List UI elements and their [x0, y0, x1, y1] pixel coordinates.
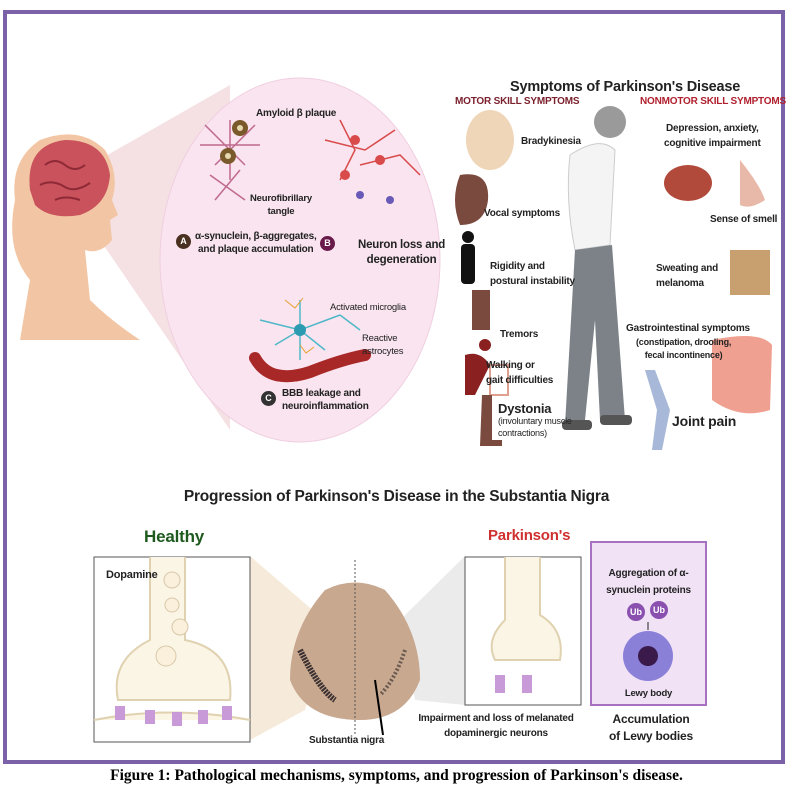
- symptoms-title: Symptoms of Parkinson's Disease: [510, 79, 741, 95]
- ubiquitin-icon: Ub: [650, 601, 668, 619]
- dystonia-note: (involuntary muscle contractions): [498, 415, 572, 439]
- label-line: melanoma: [656, 278, 704, 289]
- nonmotor-header: NONMOTOR SKILL SYMPTOMS: [640, 96, 786, 107]
- substantia-nigra-label: Substantia nigra: [309, 735, 385, 746]
- stooped-man-illustration: [562, 106, 632, 430]
- walking-label: Walking or gait difficulties: [486, 358, 553, 388]
- figure-frame: [3, 10, 785, 764]
- nose-icon: [740, 160, 765, 207]
- badge-a: A: [176, 234, 191, 249]
- badge-c: C: [261, 391, 276, 406]
- vesicles: [155, 571, 189, 667]
- head-profile-illustration: [12, 134, 141, 340]
- label-line: (constipation, drooling,: [636, 337, 732, 347]
- label-line: Rigidity and: [490, 261, 545, 272]
- vocal-icon: [455, 174, 489, 225]
- motor-header: MOTOR SKILL SYMPTOMS: [455, 96, 580, 107]
- label-line: of Lewy bodies: [609, 729, 693, 743]
- microglia-illustration: [284, 297, 315, 354]
- face-icon: [466, 110, 514, 170]
- bradykinesia-label: Bradykinesia: [521, 136, 581, 147]
- dopamine-label: Dopamine: [106, 569, 158, 581]
- tangle-label-line: Neurofibrillary: [250, 193, 312, 204]
- label-line: dopaminergic neurons: [444, 728, 548, 739]
- label-line: Reactive: [362, 333, 398, 344]
- label-line: cognitive impairment: [664, 138, 761, 149]
- progression-title: Progression of Parkinson's Disease in th…: [183, 488, 610, 505]
- intestine-icon: [712, 336, 772, 414]
- label-line: gait difficulties: [486, 375, 554, 386]
- knee-icon: [645, 370, 670, 450]
- tangle-label-line: tangle: [267, 206, 295, 217]
- vocal-label: Vocal symptoms: [484, 208, 560, 219]
- accumulation-label: Accumulation of Lewy bodies: [596, 711, 706, 745]
- label-line: neuroinflammation: [282, 401, 369, 412]
- dopamine-receptors: [115, 706, 232, 726]
- badge-b: B: [320, 236, 335, 251]
- label-line: Neuron loss and: [358, 239, 446, 251]
- brain-icon: [664, 165, 712, 201]
- smell-label: Sense of smell: [710, 214, 778, 225]
- midbrain-illustration: [290, 582, 420, 720]
- gi-note: (constipation, drooling, fecal incontinen…: [636, 336, 731, 362]
- substantia-nigra-pointer: [374, 679, 384, 736]
- mechanism-b-label: Neuron loss and degeneration: [358, 238, 445, 268]
- label-line: Depression, anxiety,: [666, 123, 759, 134]
- healthy-label: Healthy: [144, 527, 205, 546]
- gi-label: Gastrointestinal symptoms: [626, 323, 750, 334]
- rigidity-label: Rigidity and postural instability: [490, 259, 575, 289]
- mechanism-c-label: BBB leakage and neuroinflammation: [282, 387, 369, 413]
- tangle-label: Neurofibrillary tangle: [250, 192, 312, 218]
- label-line: BBB leakage and: [282, 388, 361, 399]
- amyloid-label: Amyloid β plaque: [256, 108, 337, 119]
- label-line: and plaque accumulation: [198, 244, 314, 255]
- label-line: Walking or: [486, 360, 535, 371]
- sweating-label: Sweating and melanoma: [656, 261, 718, 291]
- label-line: fecal incontinence): [644, 350, 723, 360]
- lewy-body-label: Lewy body: [624, 688, 673, 699]
- ubiquitin-icon: Ub: [627, 603, 645, 621]
- parkinsons-label: Parkinson's: [488, 527, 571, 544]
- blood-vessel-illustration: [249, 349, 371, 383]
- tremors-label: Tremors: [500, 329, 539, 340]
- label-line: Sweating and: [656, 263, 719, 274]
- label-line: Accumulation: [612, 712, 690, 726]
- astrocytes-label: Reactive astrocytes: [362, 332, 403, 358]
- aggregation-label: Aggregation of α-synuclein proteins: [591, 565, 706, 599]
- label-line: α-synuclein, β-aggregates,: [195, 231, 317, 242]
- label-line: Aggregation of α-: [608, 568, 689, 579]
- label-line: astrocytes: [362, 346, 404, 357]
- label-line: Impairment and loss of melanated: [418, 713, 574, 724]
- mechanism-a-label: α-synuclein, β-aggregates, and plaque acc…: [195, 230, 317, 256]
- label-line: contractions): [498, 428, 547, 438]
- label-line: synuclein proteins: [606, 585, 691, 596]
- hand-icon: [472, 290, 490, 330]
- rigidity-icon: [461, 231, 475, 284]
- label-line: (involuntary muscle: [498, 416, 572, 426]
- joint-label: Joint pain: [672, 413, 737, 429]
- dystonia-label: Dystonia: [498, 401, 552, 416]
- microglia-label: Activated microglia: [330, 302, 406, 313]
- impairment-label: Impairment and loss of melanated dopamine…: [410, 711, 582, 741]
- walker-icon: [465, 339, 509, 396]
- depression-label: Depression, anxiety, cognitive impairment: [664, 121, 761, 151]
- leg-icon: [480, 395, 502, 446]
- label-line: postural instability: [490, 276, 575, 287]
- zoom-wedge-left: [250, 556, 330, 740]
- label-line: degeneration: [366, 254, 437, 266]
- skin-icon: [730, 250, 770, 295]
- figure-caption: Figure 1: Pathological mechanisms, sympt…: [110, 767, 683, 784]
